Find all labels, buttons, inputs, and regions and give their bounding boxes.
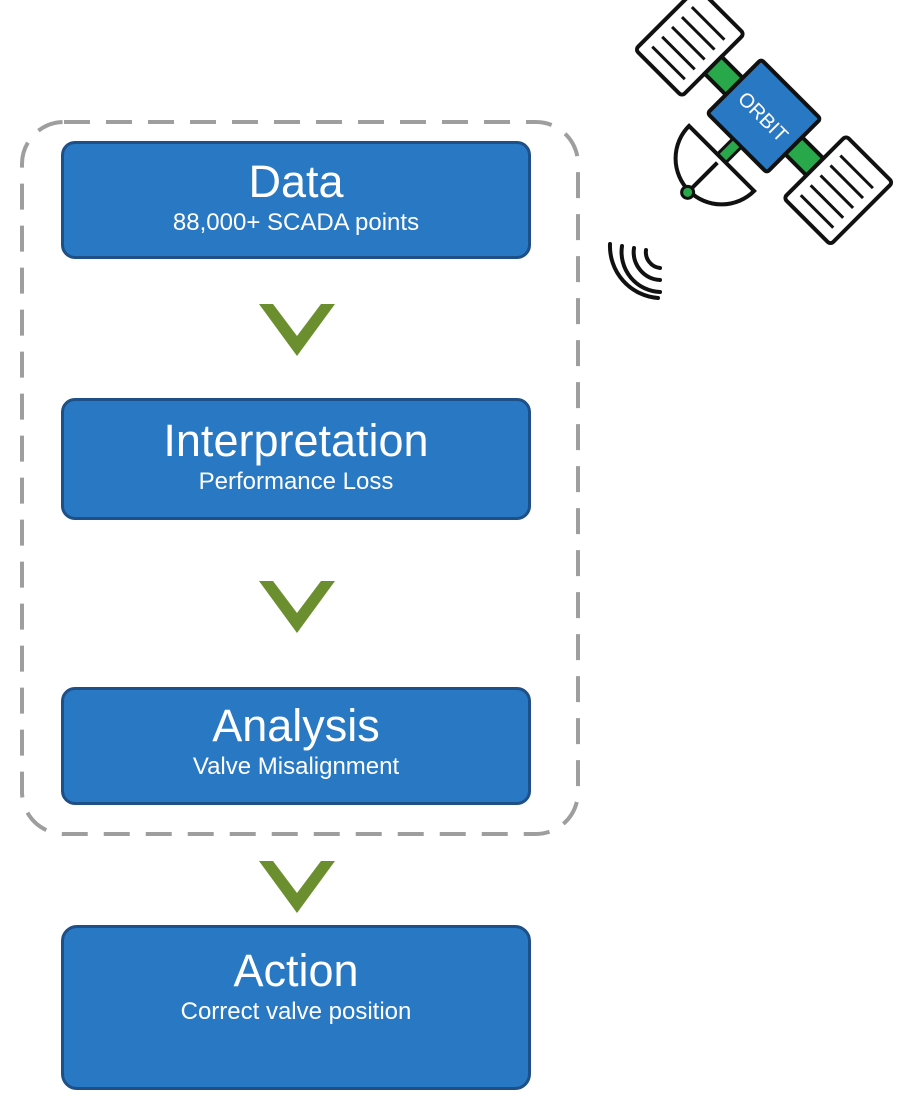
step-subtitle: 88,000+ SCADA points <box>172 209 420 236</box>
dashed-group-frame <box>20 120 580 836</box>
step-interpretation-box: Interpretation Performance Loss <box>61 398 531 520</box>
satellite-icon: ORBIT <box>607 0 894 300</box>
step-action-box: Action Correct valve position <box>61 925 531 1090</box>
step-subtitle: Correct valve position <box>180 998 412 1025</box>
step-title: Interpretation <box>163 415 429 466</box>
step-subtitle: Performance Loss <box>198 468 394 495</box>
signal-waves-icon <box>607 242 662 300</box>
step-analysis-box: Analysis Valve Misalignment <box>61 687 531 805</box>
step-title: Analysis <box>212 700 380 751</box>
step-title: Action <box>233 945 359 996</box>
step-subtitle: Valve Misalignment <box>192 753 400 780</box>
step-title: Data <box>248 156 344 207</box>
chevron-down-icon <box>259 304 335 356</box>
chevron-down-icon <box>259 861 335 913</box>
solar-panel <box>783 135 894 246</box>
chevron-down-icon <box>259 581 335 633</box>
step-data-box: Data 88,000+ SCADA points <box>61 141 531 259</box>
